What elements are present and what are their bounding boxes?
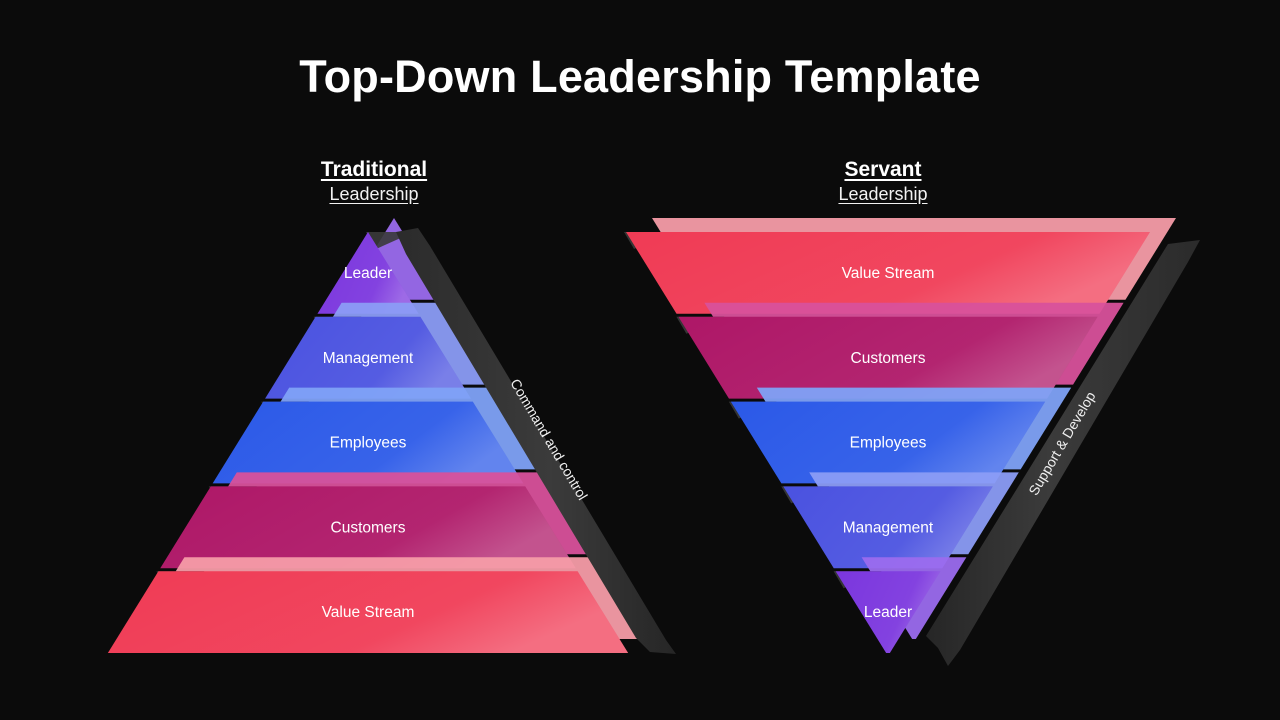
column-header-servant-main: Servant (844, 158, 922, 181)
slab-sheen (626, 232, 1150, 314)
slab-sheen (265, 316, 471, 399)
column-header-traditional-sub: Leadership (329, 184, 419, 205)
support-arrow-shape (926, 240, 1200, 666)
column-header-traditional-main: Traditional (320, 158, 428, 181)
slab-sheen (212, 401, 524, 484)
slab-sheen (317, 232, 419, 314)
column-header-traditional: Traditional Leadership (224, 158, 524, 206)
column-header-servant-sub: Leadership (838, 184, 928, 205)
column-header-servant: Servant Leadership (733, 158, 1033, 206)
slab-sheen (107, 571, 629, 653)
slab-sheen (783, 486, 993, 569)
slab-sheen (730, 401, 1046, 484)
page-title: Top-Down Leadership Template (299, 51, 981, 102)
slab-sheen (678, 316, 1098, 399)
servant-pyramid: Value StreamCustomersEmployeesManagement… (624, 218, 1176, 653)
slab-sheen (160, 486, 576, 569)
slab-sheen (835, 571, 941, 653)
command-arrow-shape (396, 228, 676, 654)
traditional-pyramid: LeaderManagementEmployeesCustomersValue … (107, 218, 655, 653)
